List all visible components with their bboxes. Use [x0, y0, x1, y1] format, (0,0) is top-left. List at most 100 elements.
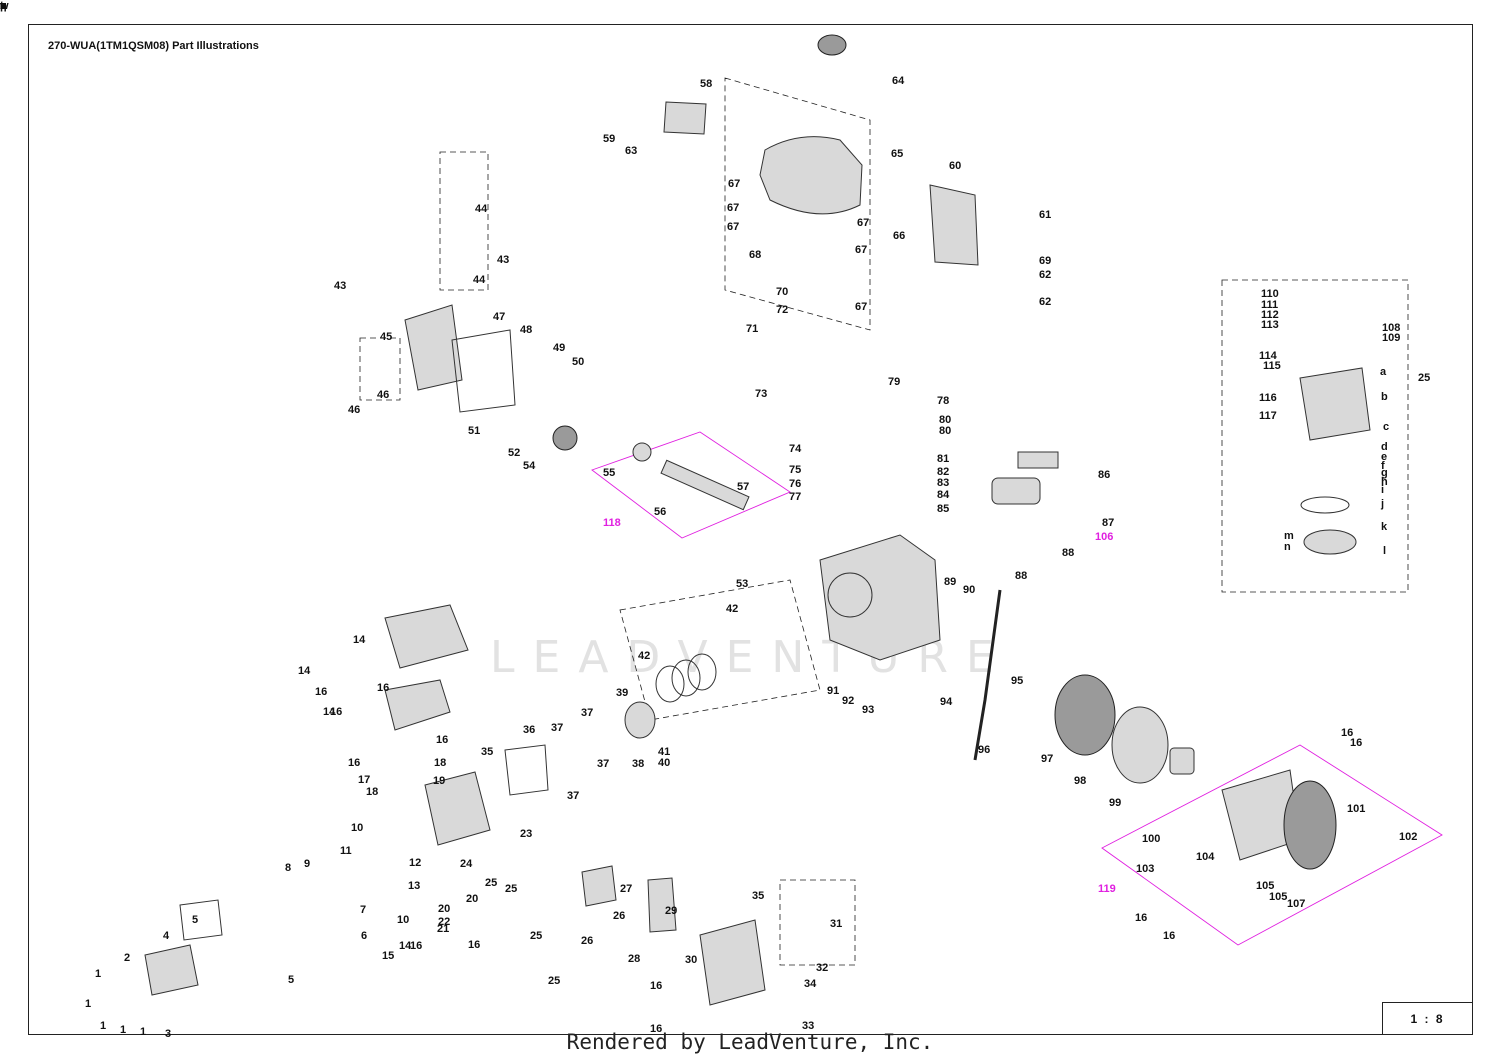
carburetor-body [1299, 367, 1371, 441]
drawing-frame [28, 24, 1473, 1035]
callout-label: 10 [397, 914, 410, 926]
callout-label: 88 [1062, 547, 1075, 559]
callout-label: 61 [1039, 209, 1052, 221]
callout-label: a [1380, 366, 1387, 378]
callout-label: r [0, 0, 5, 12]
callout-label: 16 [410, 940, 423, 952]
callout-label: 90 [963, 584, 976, 596]
callout-label: g [1381, 467, 1388, 479]
callout-label: 67 [727, 221, 740, 233]
callout-label: q [0, 0, 7, 12]
callout-label: 16 [1341, 727, 1354, 739]
callout-label: x [0, 0, 7, 12]
callout-label: 104 [1196, 851, 1215, 863]
callout-label: 89 [944, 576, 957, 588]
callout-label: 24 [460, 858, 473, 870]
callout-label-highlighted: 106 [1095, 531, 1114, 543]
crankcase-cover [404, 304, 463, 391]
callout-label: 1 [85, 998, 92, 1010]
callout-label: b [1381, 391, 1388, 403]
callout-label: 82 [937, 466, 950, 478]
callout-label: 37 [597, 758, 610, 770]
callout-label: 16 [468, 939, 481, 951]
callout-label: j [1381, 498, 1385, 510]
callout-label: 1 [140, 1026, 147, 1038]
callout-label: 35 [752, 890, 765, 902]
footer-credit: Rendered by LeadVenture, Inc. [566, 1030, 934, 1054]
callout-label: 111 [1261, 299, 1279, 311]
callout-label: 27 [620, 883, 633, 895]
callout-label: 58 [700, 78, 713, 90]
callout-label: u [0, 0, 7, 12]
callout-label: 67 [855, 301, 868, 313]
callout-label: 109 [1382, 332, 1401, 344]
callout-label: 105 [1269, 891, 1288, 903]
starter-cup [1169, 747, 1195, 775]
callout-label: 5 [192, 914, 199, 926]
callout-label: 46 [348, 404, 361, 416]
callout-label: 25 [548, 975, 561, 987]
callout-label: v [0, 0, 7, 12]
callout-label: 57 [737, 481, 750, 493]
crankshaft-group-outline [591, 431, 791, 539]
callout-label: 23 [520, 828, 533, 840]
breather-group [439, 151, 489, 291]
callout-label-highlighted: 118 [603, 517, 621, 529]
callout-label: s [0, 0, 7, 12]
callout-label: 7 [360, 904, 367, 916]
cover-gasket [451, 329, 516, 413]
callout-label: 18 [434, 757, 447, 769]
engine-block [819, 534, 941, 661]
callout-label: 95 [1011, 675, 1024, 687]
cam-gear [552, 425, 578, 451]
callout-label: 9 [304, 858, 311, 870]
fuel-cap [817, 34, 847, 56]
carburetor [581, 865, 617, 907]
callout-label: 87 [1102, 517, 1115, 529]
float-bowl [1303, 529, 1357, 555]
callout-label: 47 [493, 311, 506, 323]
callout-label: 8 [285, 862, 292, 874]
callout-label: 56 [654, 506, 667, 518]
piston-ring [671, 659, 701, 697]
callout-label: 80 [939, 425, 952, 437]
callout-label: 28 [628, 953, 641, 965]
callout-label: 14 [323, 706, 336, 718]
carburetor-group [1221, 279, 1409, 593]
callout-label: p [0, 0, 7, 12]
callout-label: 96 [978, 744, 991, 756]
callout-label: 80 [939, 414, 952, 426]
callout-label: 25 [1418, 372, 1431, 384]
callout-label: 91 [827, 685, 840, 697]
callout-label: m [1284, 530, 1294, 542]
callout-label: 116 [1259, 392, 1277, 404]
callout-label: 41 [658, 746, 671, 758]
callout-label: 37 [581, 707, 594, 719]
piston-ring [687, 653, 717, 691]
callout-label: 44 [475, 203, 488, 215]
callout-label: 74 [789, 443, 802, 455]
callout-label: 84 [937, 489, 950, 501]
callout-label: 16 [315, 686, 328, 698]
muffler-bracket-group [779, 879, 856, 966]
callout-label: 20 [438, 903, 451, 915]
callout-label: i [1381, 484, 1385, 496]
callout-label: 15 [382, 950, 395, 962]
callout-label: 46 [377, 389, 390, 401]
callout-label: 38 [632, 758, 645, 770]
callout-label: f [1381, 460, 1385, 472]
electric-starter [991, 477, 1041, 505]
callout-label: o [0, 0, 7, 12]
callout-label: 48 [520, 324, 533, 336]
flywheel [1054, 674, 1116, 756]
callout-label: 45 [380, 331, 393, 343]
callout-label: 12 [409, 857, 422, 869]
callout-label: 16 [650, 1023, 663, 1035]
callout-label: 3 [165, 1028, 172, 1040]
callout-label: 1 [120, 1024, 127, 1036]
callout-label: 10 [351, 822, 364, 834]
callout-label: 67 [728, 178, 741, 190]
tank-bracket [929, 184, 979, 266]
callout-label: 37 [567, 790, 580, 802]
callout-label: 16 [1163, 930, 1176, 942]
